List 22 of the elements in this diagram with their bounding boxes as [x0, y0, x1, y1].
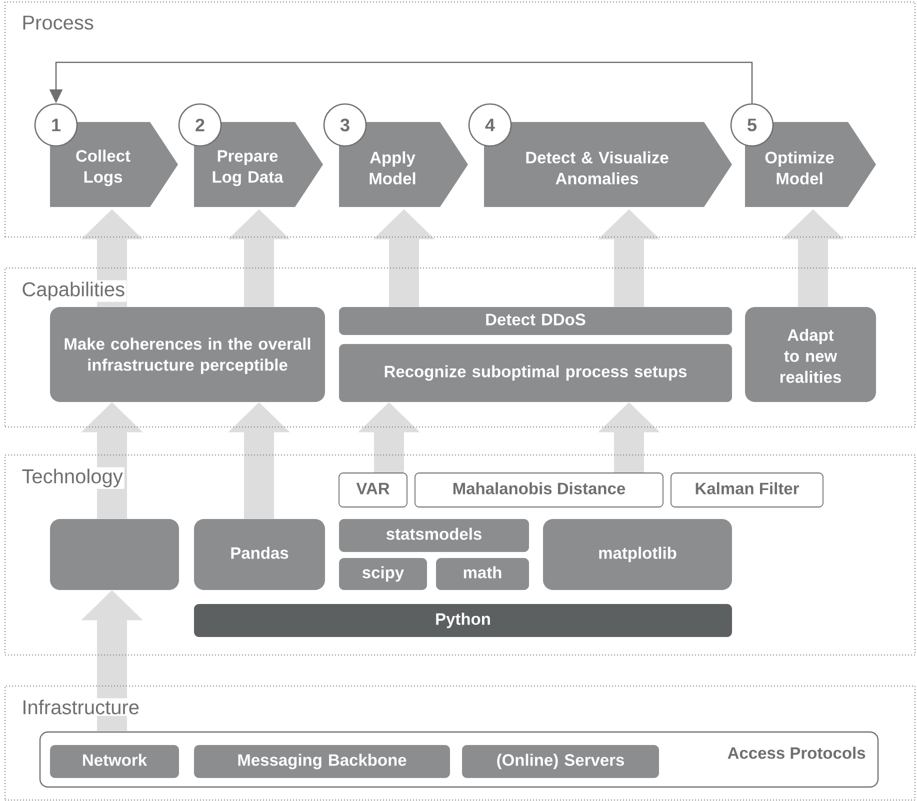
- step-number: 2: [178, 103, 222, 147]
- method-box: Kalman Filter: [670, 472, 824, 508]
- rounded-box: matplotlib: [543, 519, 732, 590]
- rounded-box: Network: [50, 745, 179, 778]
- step-number: 4: [468, 103, 512, 147]
- block: [50, 519, 179, 590]
- rounded-box: statsmodels: [339, 519, 529, 552]
- rounded-box: Recognize suboptimal process setups: [339, 344, 732, 402]
- rounded-box: Messaging Backbone: [194, 745, 450, 778]
- rounded-box: Pandas: [194, 519, 325, 590]
- method-box: Mahalanobis Distance: [414, 472, 664, 508]
- method-box: VAR: [338, 472, 408, 508]
- rounded-box: scipy: [339, 558, 427, 590]
- rounded-box: Adapt to new realities: [745, 307, 876, 402]
- rounded-box: math: [436, 558, 529, 590]
- rounded-box: (Online) Servers: [462, 745, 659, 778]
- step-number: 3: [323, 103, 367, 147]
- rounded-box: Detect DDoS: [339, 307, 732, 335]
- step-number: 1: [34, 103, 78, 147]
- platform-bar: Python: [194, 604, 732, 637]
- rounded-box: Make coherences in the overall infrastructure perceptible: [50, 307, 325, 402]
- step-number: 5: [730, 103, 774, 147]
